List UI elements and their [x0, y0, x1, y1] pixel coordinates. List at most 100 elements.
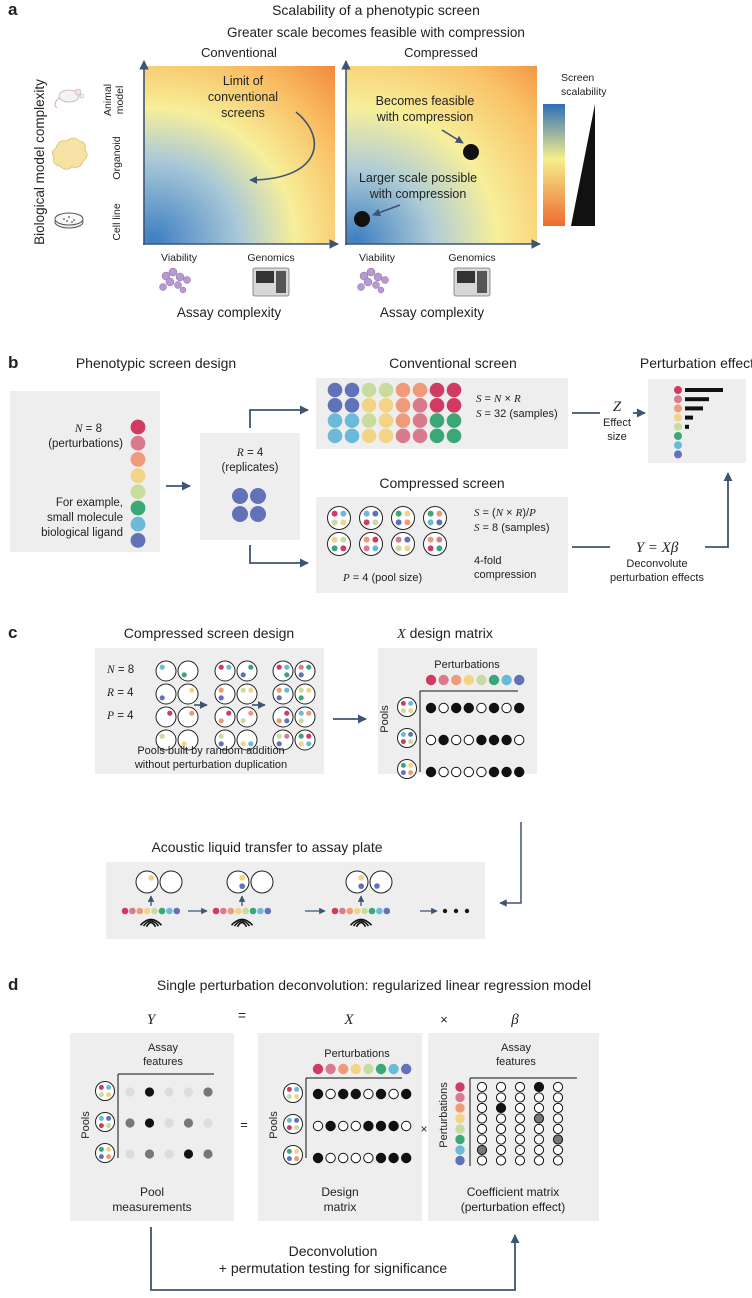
pool-member-dot	[395, 519, 402, 526]
pool-member-dot	[400, 762, 406, 768]
perturbation-dot	[130, 500, 146, 516]
perturbation-effect-title: Perturbation effect	[640, 355, 752, 371]
x-design-matrix	[397, 674, 525, 779]
pool-member-dot	[306, 687, 312, 693]
pool-member-dot	[189, 687, 195, 693]
pool-outline	[177, 660, 199, 682]
panel-d-title: Single perturbation deconvolution: regul…	[157, 977, 591, 993]
design-title: Phenotypic screen design	[76, 355, 236, 371]
larger-dot	[354, 211, 370, 227]
source-dot	[353, 907, 361, 915]
annotation-limit: Limit of conventional screens	[208, 74, 278, 120]
pool-member-dot	[298, 741, 304, 747]
pool-member-dot	[400, 731, 406, 737]
pool-member-dot	[284, 687, 290, 693]
header-dot	[363, 1063, 374, 1075]
pool-member-dot	[427, 510, 434, 517]
pool-member-dot	[408, 708, 414, 714]
perturbation-dot	[130, 484, 146, 500]
building-pool	[272, 660, 294, 682]
header-dot	[451, 674, 462, 686]
pool-member-dot	[240, 741, 246, 747]
effect-dot	[674, 404, 682, 413]
header-dot	[325, 1063, 336, 1075]
pool-member-dot	[218, 695, 224, 701]
pool-outline	[155, 683, 177, 705]
pool-member-dot	[240, 687, 246, 693]
measurement-dot	[164, 1149, 174, 1159]
pool-member-dot	[159, 664, 165, 670]
conventional-sample-grid	[327, 382, 462, 444]
coef-empty-dot	[514, 1144, 526, 1156]
equals-symbol-mid: =	[240, 1117, 248, 1132]
source-dot	[257, 907, 264, 915]
measurement-dot	[164, 1118, 174, 1128]
pool-member-dot	[98, 1115, 104, 1121]
pool-member-dot	[284, 710, 290, 716]
matrix-filled-dot	[388, 1152, 399, 1164]
acoustic-wave	[230, 918, 254, 926]
pool-member-dot	[148, 874, 155, 881]
sample-dot	[446, 398, 462, 413]
pool-member-dot	[284, 672, 290, 678]
building-pool	[177, 683, 199, 705]
coef-empty-dot	[533, 1134, 545, 1145]
coef-empty-dot	[552, 1081, 564, 1093]
pool-member-dot	[372, 519, 379, 526]
pool-member-dot	[400, 708, 406, 714]
coef-empty-dot	[495, 1123, 507, 1135]
effect-dot	[674, 422, 682, 431]
effect-dot	[674, 432, 682, 440]
mouse-icon	[54, 88, 85, 109]
compressed-title: Compressed screen	[379, 475, 504, 491]
sample-dot	[361, 398, 377, 413]
coef-empty-dot	[476, 1155, 488, 1166]
matrix-empty-dot	[363, 1152, 374, 1164]
pool-member-dot	[340, 519, 347, 526]
source-dot	[264, 907, 272, 915]
pool-outline	[283, 1114, 303, 1134]
coef-line1: Coefficient matrix	[467, 1185, 559, 1199]
matrix-empty-dot	[401, 1120, 412, 1132]
pool-member-dot	[294, 1094, 300, 1100]
pool-member-dot	[298, 733, 304, 739]
x-matrix-title: X design matrix	[396, 625, 493, 642]
sample-dot	[327, 382, 343, 398]
conventional-title: Conventional screen	[389, 355, 517, 371]
beta-coefficient-matrix	[455, 1077, 577, 1166]
feasible-dot	[463, 144, 479, 160]
x-axis-label-right: Assay complexity	[380, 305, 485, 320]
matrix-empty-dot	[451, 766, 462, 778]
pool-member-dot	[294, 1086, 300, 1092]
pool-member-dot	[400, 770, 406, 776]
pool-member-dot	[240, 672, 246, 678]
coef-filled-dot	[495, 1102, 507, 1114]
sample-dot	[378, 398, 394, 413]
sample-dot	[378, 413, 394, 428]
deconv-line1: Deconvolute	[626, 558, 687, 570]
perturbation-dot	[130, 533, 146, 548]
equals-symbol-top: =	[238, 1007, 246, 1023]
pool-outline	[236, 706, 258, 728]
compressed-label: Compressed	[404, 45, 478, 60]
y-tick-cell-line: Cell line	[111, 203, 123, 241]
pool-outline	[423, 532, 447, 556]
header-dot	[514, 674, 525, 686]
coef-empty-dot	[514, 1102, 526, 1114]
pool-member-dot	[189, 710, 195, 716]
header-dot	[425, 674, 437, 686]
sample-dot	[344, 398, 360, 413]
sample-dot	[429, 413, 445, 428]
source-dot	[151, 907, 158, 915]
pool-member-dot	[248, 710, 254, 716]
pool-member-dot	[286, 1094, 292, 1100]
y-pool	[95, 1112, 115, 1132]
y-pool	[95, 1081, 115, 1101]
y-pools-label: Pools	[80, 1111, 92, 1139]
matrix-filled-dot	[451, 702, 462, 714]
sample-dot	[395, 413, 411, 428]
pool-member-dot	[294, 1148, 300, 1154]
design-matrix-line1: Design	[321, 1185, 358, 1199]
building-pool	[214, 729, 236, 751]
coef-empty-dot	[552, 1144, 564, 1156]
